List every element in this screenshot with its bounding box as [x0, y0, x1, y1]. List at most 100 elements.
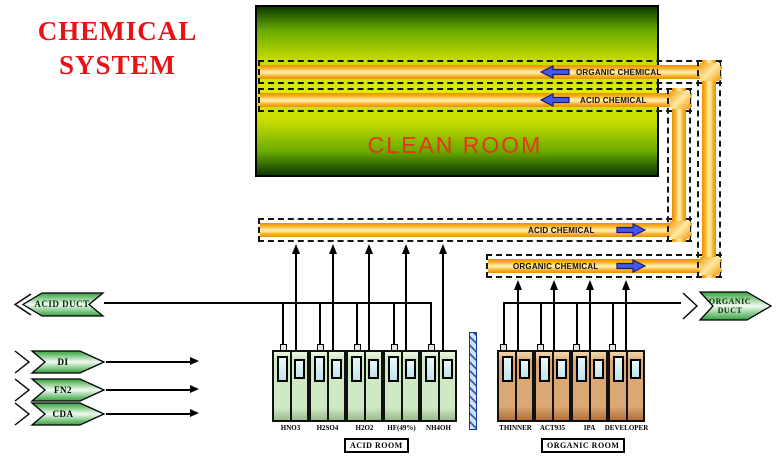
tank-divider [438, 352, 440, 420]
organic-duct-stub-line [612, 302, 614, 350]
organic-duct-label-line2: DUCT [717, 306, 743, 315]
acid-duct-stub-line [356, 302, 358, 350]
tank-window [425, 356, 436, 382]
tank-divider [327, 352, 329, 420]
organic-return-pipe-label: ORGANIC CHEMICAL [513, 262, 599, 271]
acid-duct-drop-line [430, 302, 432, 350]
organic-duct-stub-line [576, 302, 578, 350]
tank-divider [364, 352, 366, 420]
acid-vertical-pipe [667, 88, 691, 242]
organic-duct-drop-line [503, 302, 505, 350]
acid-supply-pipe-label: ACID CHEMICAL [580, 96, 647, 105]
acid-tank-label: HF(49%) [387, 424, 416, 432]
acid-vertical-pipe-bar [672, 88, 686, 242]
up-arrowhead-icon [329, 244, 337, 254]
acid-tank-h2so4 [309, 350, 346, 422]
acid-tank-label: HNO3 [280, 424, 301, 432]
flow-arrow-left-icon [540, 65, 570, 79]
tank-window [442, 359, 453, 379]
organic-return-pipe-bar [488, 259, 722, 273]
acid-duct-label: ACID DUCT [34, 299, 90, 310]
up-arrowhead-icon [514, 280, 522, 290]
tank-window [294, 359, 305, 379]
organic-riser-line [625, 290, 627, 350]
organic-duct-label: ORGANIC DUCT [701, 291, 759, 321]
tank-window [630, 359, 641, 379]
up-arrowhead-icon [365, 244, 373, 254]
organic-room-label: ORGANIC ROOM [541, 438, 626, 453]
tank-window [576, 356, 587, 382]
pipe-corner [670, 91, 690, 109]
tank-window [593, 359, 604, 379]
up-arrowhead-icon [622, 280, 630, 290]
pipe-corner [670, 221, 690, 239]
organic-tank-label: DEVELOPER [604, 424, 649, 432]
organic-tank-developer [608, 350, 645, 422]
organic-tank-act935 [534, 350, 571, 422]
organic-tank-thinner [497, 350, 534, 422]
organic-vertical-pipe-bar [702, 60, 716, 278]
utility-banner-di: DI [13, 350, 106, 374]
up-arrowhead-icon [402, 244, 410, 254]
organic-return-pipe [486, 254, 722, 278]
page-title: CHEMICAL SYSTEM [15, 14, 220, 82]
organic-supply-pipe-bar [260, 65, 722, 79]
organic-duct-stub-line [540, 302, 542, 350]
tank-window [613, 356, 624, 382]
cda-line [106, 413, 190, 415]
fn2-line [106, 389, 190, 391]
organic-duct-arrow-shape [682, 291, 773, 321]
tank-window [331, 359, 342, 379]
acid-tank-label: NH4OH [426, 424, 451, 432]
organic-riser-line [589, 290, 591, 350]
organic-riser-line [553, 290, 555, 350]
di-line [106, 361, 190, 363]
utility-arrow-shape [14, 350, 106, 374]
clean-room-box [255, 5, 659, 177]
tank-window [539, 356, 550, 382]
acid-return-pipe-bar [260, 223, 692, 237]
clean-room-label: CLEAN ROOM [367, 132, 543, 158]
pipe-corner [700, 257, 720, 275]
page-title-line2: SYSTEM [58, 50, 177, 80]
acid-tank-label: H2O2 [355, 424, 374, 432]
page-title-line1: CHEMICAL [37, 16, 198, 46]
acid-tank-hno3 [272, 350, 309, 422]
acid-tank-h2o2 [346, 350, 383, 422]
up-arrowhead-icon [586, 280, 594, 290]
utility-arrow-shape [14, 402, 106, 426]
acid-room-label: ACID ROOM [344, 438, 409, 453]
tank-window [314, 356, 325, 382]
acid-return-pipe [258, 218, 692, 242]
tank-window [556, 359, 567, 379]
acid-supply-pipe [258, 88, 692, 112]
acid-tank-nh4oh [420, 350, 457, 422]
acid-tank-hf [383, 350, 420, 422]
organic-vertical-pipe [697, 60, 721, 278]
tank-window [388, 356, 399, 382]
acid-return-pipe-label: ACID CHEMICAL [528, 226, 595, 235]
organic-duct-line [503, 302, 681, 304]
tank-window [405, 359, 416, 379]
tank-divider [626, 352, 628, 420]
acid-riser-line [442, 254, 444, 350]
tank-window [368, 359, 379, 379]
up-arrowhead-icon [292, 244, 300, 254]
utility-banner-fn2: FN2 [13, 378, 106, 402]
right-arrowhead-icon [190, 409, 199, 417]
organic-duct-banner: ORGANIC DUCT [681, 291, 773, 321]
room-divider-wall [469, 332, 477, 430]
tank-divider [552, 352, 554, 420]
acid-supply-pipe-bar [260, 93, 692, 107]
acid-duct-stub-line [319, 302, 321, 350]
tank-window [519, 359, 530, 379]
tank-divider [290, 352, 292, 420]
tank-window [351, 356, 362, 382]
tank-divider [589, 352, 591, 420]
utility-banner-cda: CDA [13, 402, 106, 426]
tank-window [502, 356, 513, 382]
acid-duct-banner: ACID DUCT [12, 292, 105, 317]
tank-divider [401, 352, 403, 420]
tank-divider [515, 352, 517, 420]
